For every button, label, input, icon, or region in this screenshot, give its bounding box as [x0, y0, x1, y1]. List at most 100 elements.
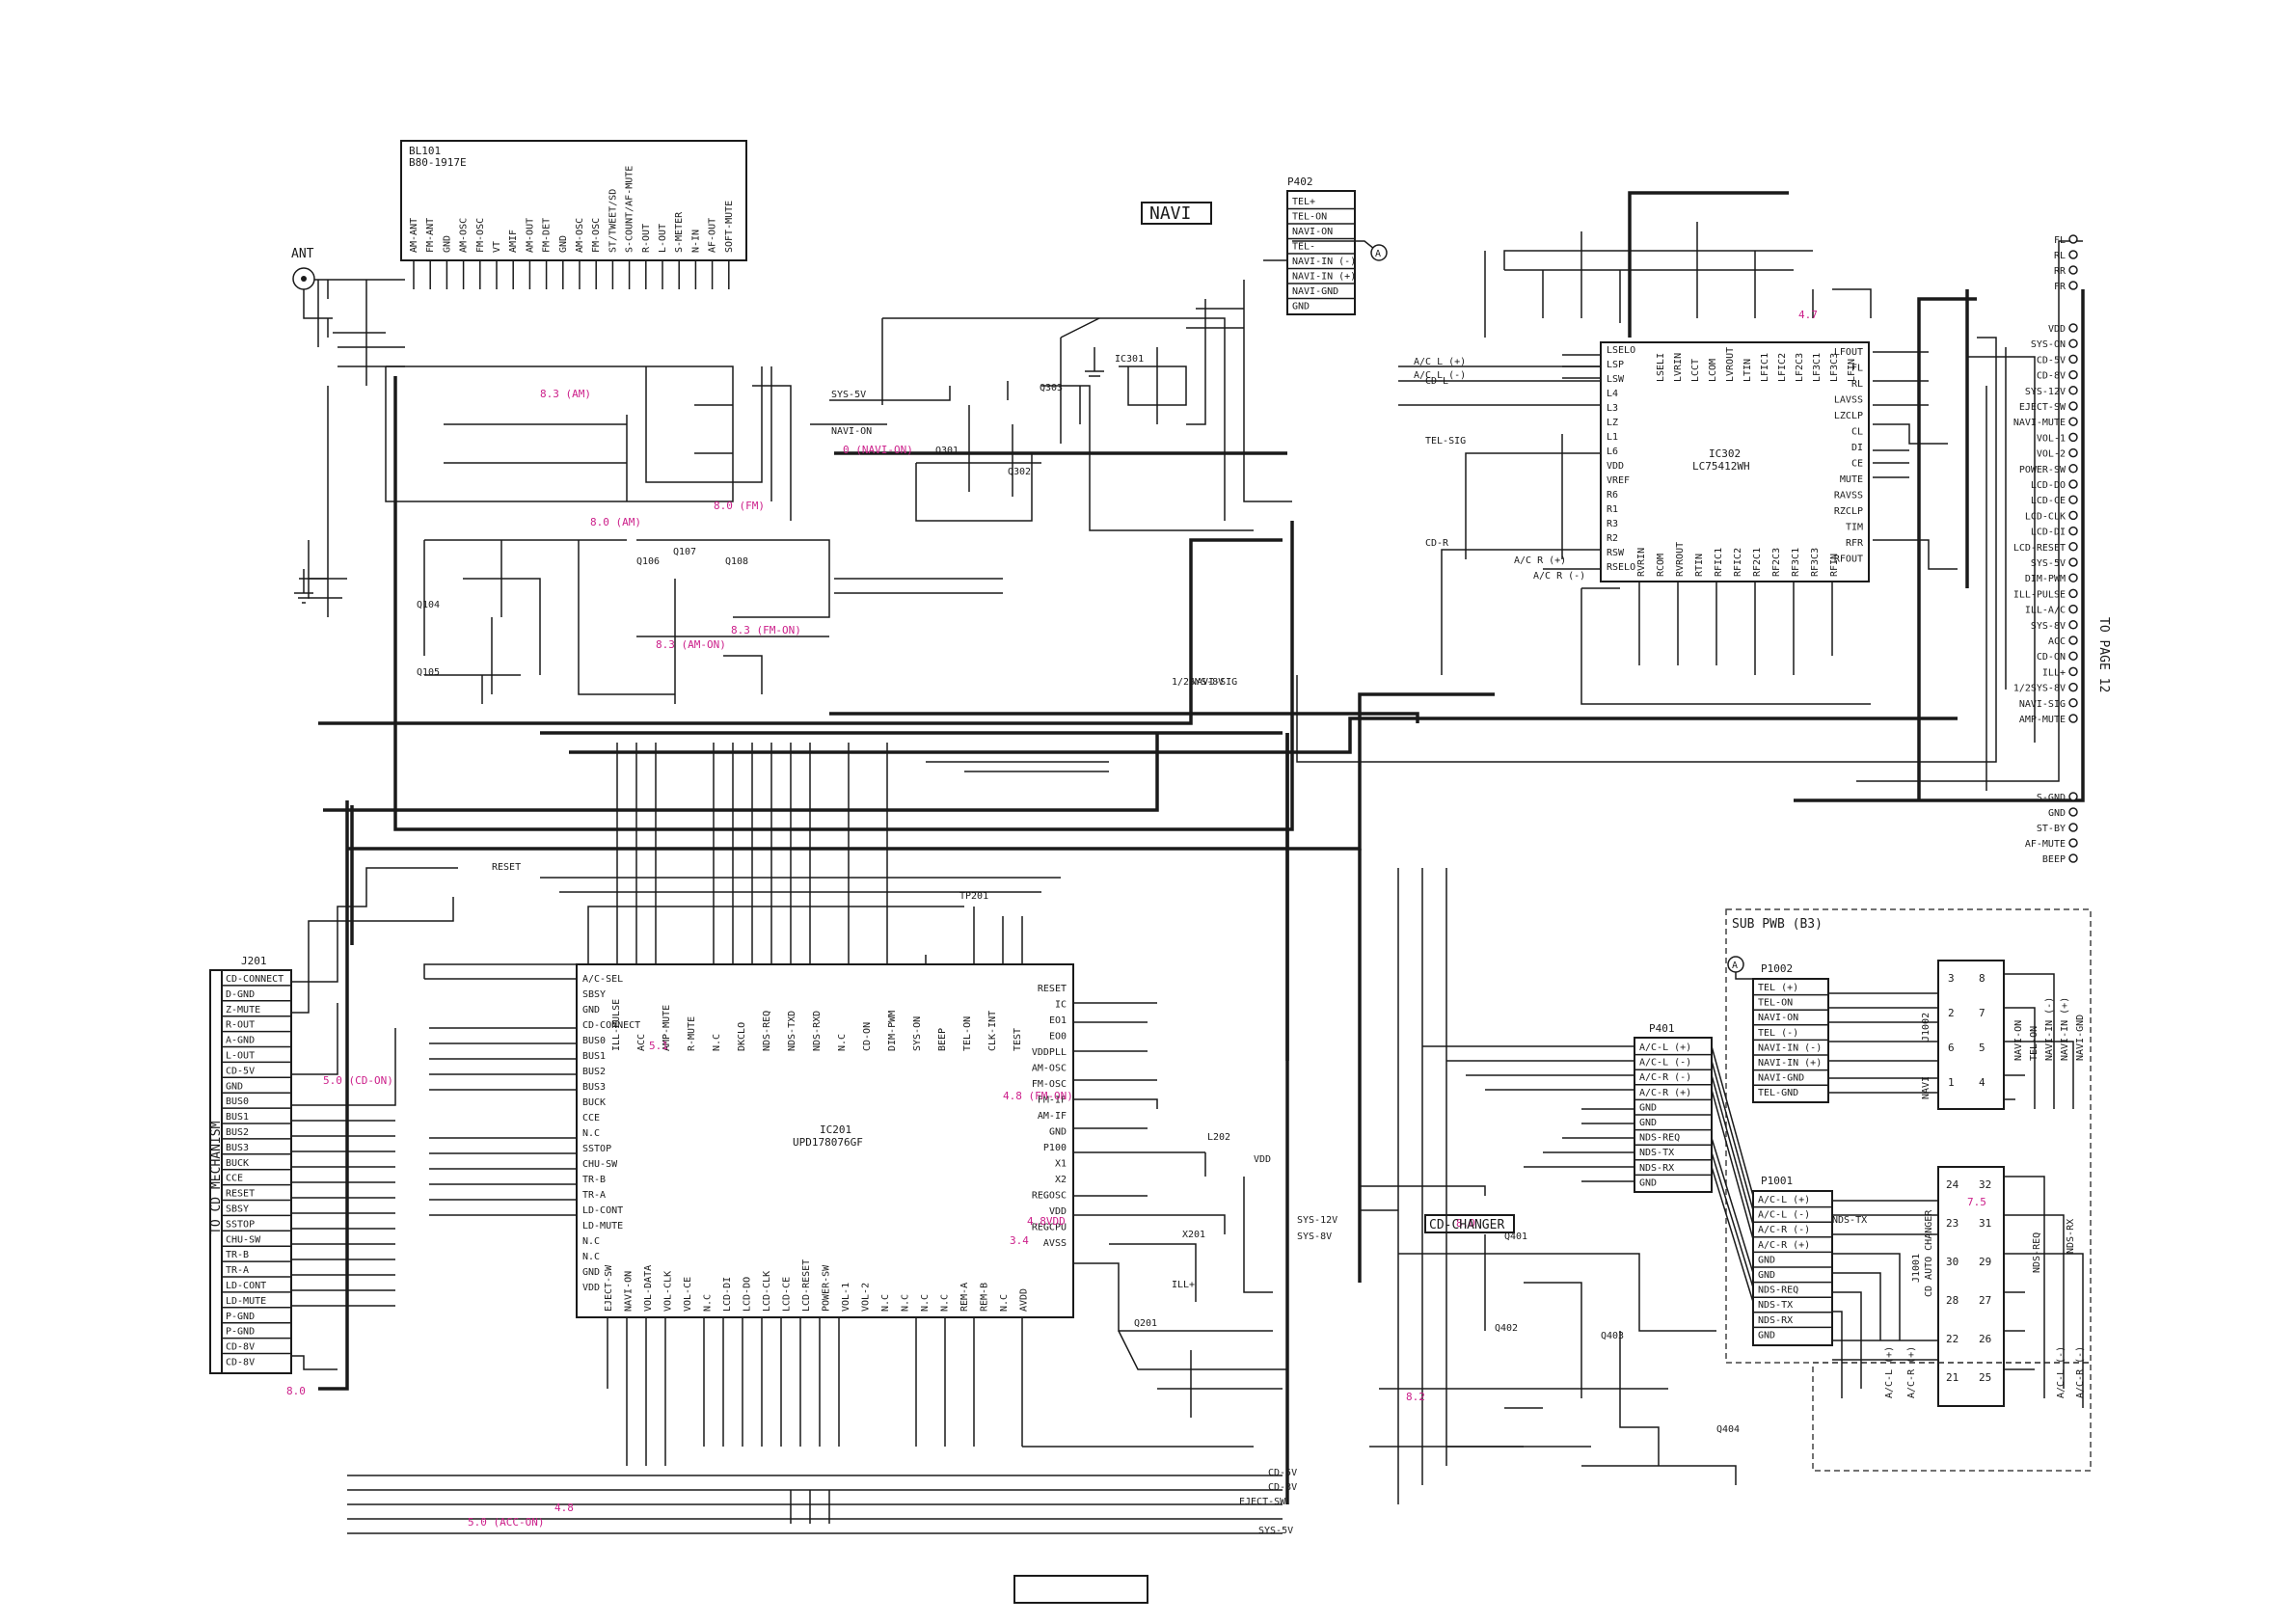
right-signal-terminal — [2068, 338, 2078, 348]
ic302-top-pin: LF3C3 — [1829, 353, 1840, 382]
p401-pin-label: NDS-REQ — [1639, 1133, 1680, 1144]
ground-symbols — [294, 347, 1104, 604]
right-signal-label: DIM-PWM — [2025, 574, 2066, 584]
j1001-pin-number: 25 — [1979, 1371, 1991, 1384]
j201-pin-label: SSTOP — [226, 1219, 255, 1230]
ic201-top-pin: NDS-RXD — [812, 1011, 823, 1051]
net-label: VDD — [1254, 1154, 1271, 1165]
j1001-pin-number: 26 — [1979, 1333, 1991, 1345]
ic302-top-pin: LCCT — [1690, 359, 1701, 382]
right-signal-terminal — [2068, 542, 2078, 552]
bl101-pin-label: FM-ANT — [425, 218, 436, 253]
ic201-left-pin: BUS3 — [582, 1082, 606, 1093]
j1001-pin-number: 32 — [1979, 1178, 1991, 1191]
net-label: Q404 — [1716, 1424, 1740, 1435]
j1002-pin-number: 2 — [1948, 1007, 1955, 1019]
ic201-top-pin: AMP-MUTE — [662, 1005, 672, 1051]
voltage-label: 5.0 (CD-ON) — [323, 1074, 393, 1087]
right-signal-terminal — [2068, 354, 2078, 365]
net-label: A/C L (+) — [1414, 357, 1466, 367]
net-label: IC301 — [1115, 354, 1144, 365]
right-signal-label: S-GND — [2037, 793, 2066, 803]
j201-pin-label: LD-CONT — [226, 1281, 266, 1291]
right-signal-label: AMP-MUTE — [2019, 715, 2066, 725]
ic302-right-pin: RZCLP — [1834, 506, 1863, 517]
ic201-right-pin: AVSS — [1043, 1238, 1067, 1249]
right-signal-label: ST-BY — [2037, 824, 2066, 834]
j201-pin-label: BUS2 — [226, 1127, 249, 1138]
ic302-left-pin: R3 — [1607, 519, 1618, 529]
ic302-left-pin: R6 — [1607, 490, 1618, 501]
sub-pwb-step — [1812, 1362, 2092, 1472]
ic201-bottom-pin: N.C — [940, 1294, 951, 1312]
j1002-pin-number: 4 — [1979, 1076, 1985, 1089]
j1001-pin-number: 24 — [1946, 1178, 1959, 1191]
right-signal-label: LCD-CLK — [2025, 511, 2066, 522]
bl101-pin-label: AM-OUT — [525, 218, 535, 253]
j1002-signal-label: NAVI-GND — [2075, 1015, 2086, 1061]
p1001-pin-label: GND — [1758, 1270, 1775, 1281]
ic302-left-pin: LSP — [1607, 360, 1624, 370]
ant-label: ANT — [291, 247, 314, 261]
ic201-left-pin: CCE — [582, 1113, 600, 1123]
voltage-label: 8.3 (AM-ON) — [656, 638, 726, 651]
j1001-signal-label: A/C-L (+) — [1884, 1346, 1895, 1398]
bl101-pin-label: N-IN — [690, 230, 701, 253]
p1001-pin-label: NDS-REQ — [1758, 1286, 1798, 1296]
voltage-label: 4.7 — [1798, 309, 1818, 321]
ic302-right-pin: TIM — [1846, 523, 1863, 533]
net-label: NAVI-ON — [831, 426, 872, 437]
ic201-top-pin: BEEP — [937, 1028, 948, 1051]
ic201-left-pin: LD-CONT — [582, 1205, 623, 1216]
right-signal-terminal — [2068, 510, 2078, 521]
net-label: NAVI-SIG — [1191, 677, 1237, 688]
net-label: ILL+ — [1172, 1280, 1195, 1290]
net-label: 1/2SYS-8V — [1172, 677, 1224, 688]
ic201-top-pin: NDS-TXD — [787, 1011, 797, 1051]
ic201-left-pin: CHU-SW — [582, 1159, 618, 1170]
j201-pin-label: L-OUT — [226, 1051, 255, 1062]
cd-changer-label: CD-CHANGER — [1429, 1218, 1504, 1232]
ic201-bottom-pin: VOL-CLK — [663, 1271, 674, 1312]
p1001-labels: A/C-L (+)A/C-L (-)A/C-R (-)A/C-R (+)GNDG… — [1753, 1195, 1832, 1340]
navi-box — [1141, 202, 1212, 225]
right-signal-label: VOL-2 — [2037, 449, 2066, 460]
right-signal-terminal — [2068, 573, 2078, 582]
j201-ref: J201 — [241, 955, 267, 967]
j201-pin-label: BUS1 — [226, 1112, 249, 1123]
ic302-bottom-pin: RF3C1 — [1791, 548, 1801, 577]
p401-ref: P401 — [1649, 1022, 1675, 1035]
wiring — [209, 140, 2092, 1604]
j1001-pin-number: 29 — [1979, 1256, 1991, 1268]
ic201-top-pin: NDS-REQ — [762, 1011, 772, 1051]
ic201-bottom-pin: N.C — [901, 1294, 911, 1312]
j1002-pin-number: 8 — [1979, 972, 1985, 985]
ic302-left-pin: RSELO — [1607, 562, 1635, 573]
ic302-right-pin: CL — [1851, 427, 1863, 438]
p401-pin-label: NDS-TX — [1639, 1148, 1674, 1158]
j201-pin-label: P-GND — [226, 1312, 255, 1322]
ic302-left-pin: RSW — [1607, 548, 1625, 558]
ic201-labels: A/C-SELSBSYGNDCD-CONNECTBUS0BUS1BUS2BUS3… — [582, 974, 1067, 1312]
ic302-bottom-pin: RFIN — [1829, 554, 1840, 577]
right-signal-terminal — [2068, 401, 2078, 411]
j1001-pin-number: 21 — [1946, 1371, 1958, 1384]
right-signal-terminal — [2068, 495, 2078, 504]
p401-pin-label: GND — [1639, 1118, 1657, 1128]
net-label: SYS-5V — [1258, 1526, 1293, 1536]
voltage-label: 3.4 — [1010, 1234, 1029, 1247]
j1001-signal-label: A/C-R (+) — [1906, 1346, 1917, 1398]
ic201-top-pin: CD-ON — [862, 1022, 873, 1051]
net-label: TP201 — [959, 891, 988, 902]
ic201-bottom-pin: VOL-2 — [861, 1283, 872, 1312]
p1001-pin-label: GND — [1758, 1330, 1775, 1340]
p1002-ref: P1002 — [1761, 962, 1793, 975]
right-signal-label: LCD-DI — [2031, 528, 2066, 538]
p1002-pin-label: TEL-GND — [1758, 1088, 1798, 1098]
ic302-left-pin: LZ — [1607, 418, 1618, 428]
j1002-pin-number: 5 — [1979, 1042, 1985, 1054]
right-signal-terminal — [2068, 281, 2078, 290]
